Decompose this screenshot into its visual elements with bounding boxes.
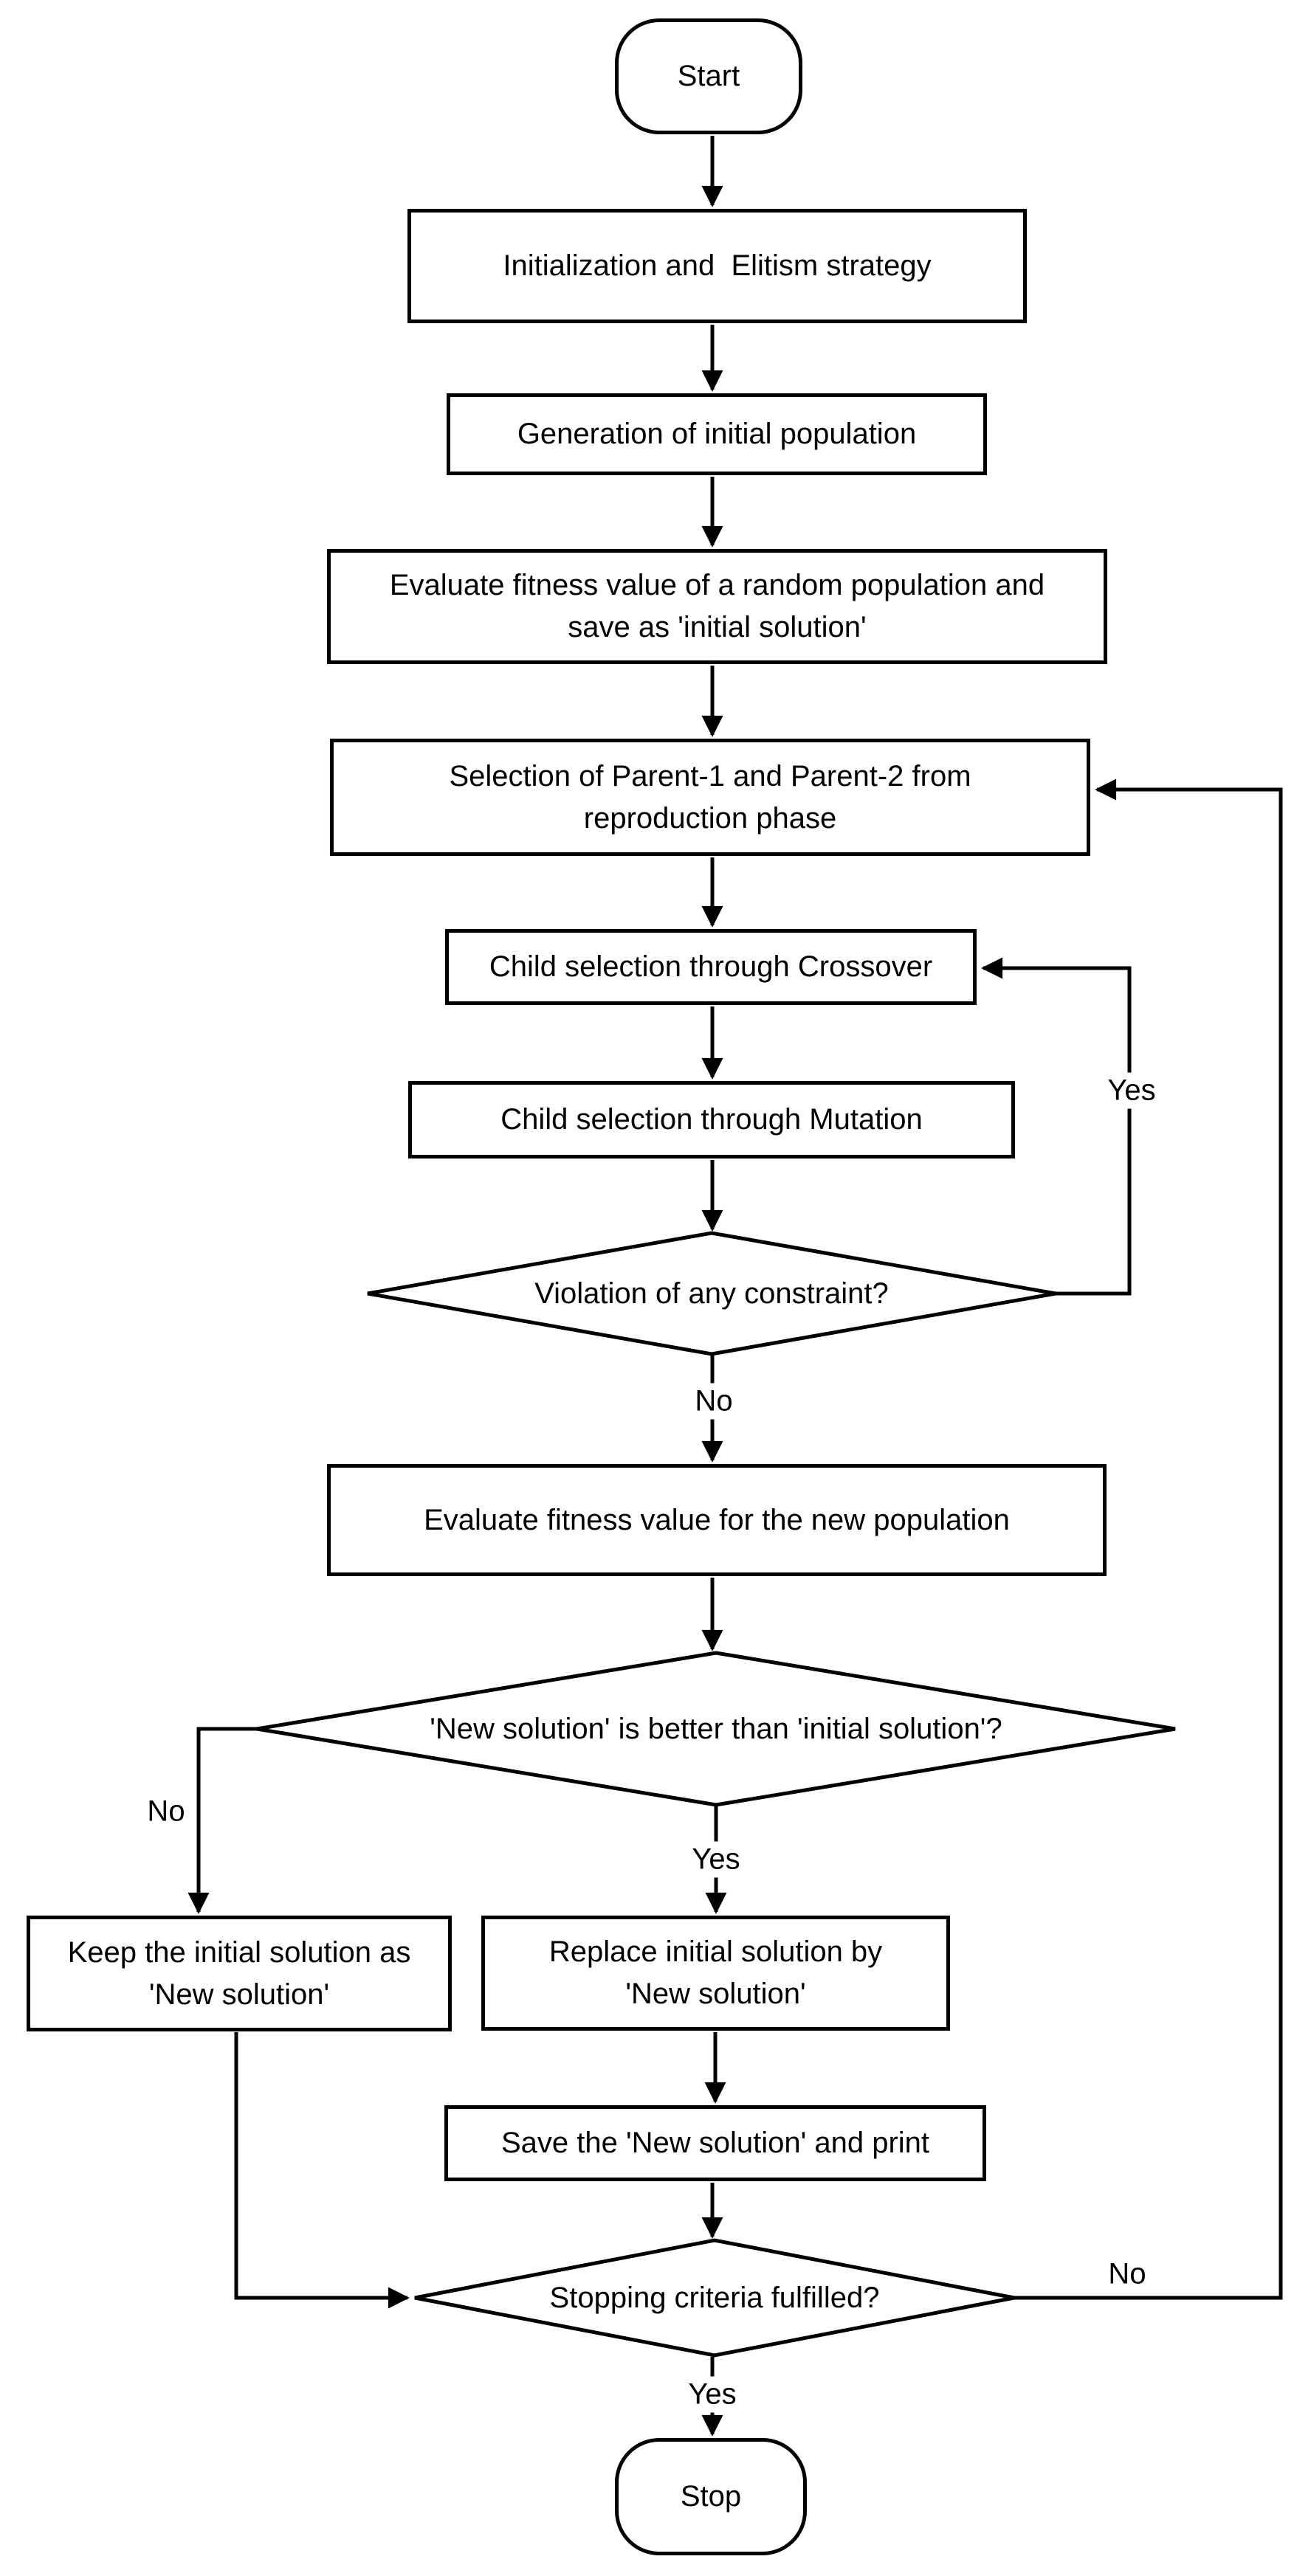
decision-violation-shape [367, 1231, 1056, 1356]
node-start: Start [615, 18, 802, 134]
decision-stopping-label: Stopping criteria fulfilled? [549, 2282, 880, 2314]
node-replace: Replace initial solution by 'New solutio… [481, 1916, 950, 2031]
edge-label-stopping-no: No [1101, 2256, 1154, 2293]
node-mutation: Child selection through Mutation [408, 1081, 1015, 1158]
decision-better-shape [256, 1651, 1176, 1807]
edge-label-violation-no: No [687, 1383, 740, 1420]
edge-better-keep [187, 1727, 257, 1914]
edge-violation-crossover-loop [981, 957, 1132, 1296]
decision-better-label: 'New solution' is better than 'initial s… [430, 1713, 1002, 1745]
decision-stopping-shape [414, 2238, 1015, 2358]
node-generation: Generation of initial population [447, 393, 987, 475]
node-initialization: Initialization and Elitism strategy [407, 209, 1027, 323]
node-stop: Stop [615, 2438, 807, 2555]
edge-label-violation-yes: Yes [1100, 1072, 1163, 1109]
edge-keep-stopping [234, 2032, 410, 2309]
node-evaluate-random: Evaluate fitness value of a random popul… [327, 549, 1107, 664]
node-keep: Keep the initial solution as 'New soluti… [27, 1916, 452, 2031]
decision-violation-label: Violation of any constraint? [534, 1277, 889, 1310]
node-crossover: Child selection through Crossover [445, 929, 977, 1005]
node-evaluate-new: Evaluate fitness value for the new popul… [327, 1464, 1107, 1576]
edge-stopping-selection-loop [1014, 778, 1283, 2300]
node-save: Save the 'New solution' and print [444, 2105, 986, 2181]
node-selection: Selection of Parent-1 and Parent-2 from … [330, 739, 1090, 856]
edge-label-better-yes: Yes [684, 1841, 748, 1878]
edge-label-better-no: No [140, 1793, 193, 1830]
edge-label-stopping-yes: Yes [681, 2376, 744, 2413]
